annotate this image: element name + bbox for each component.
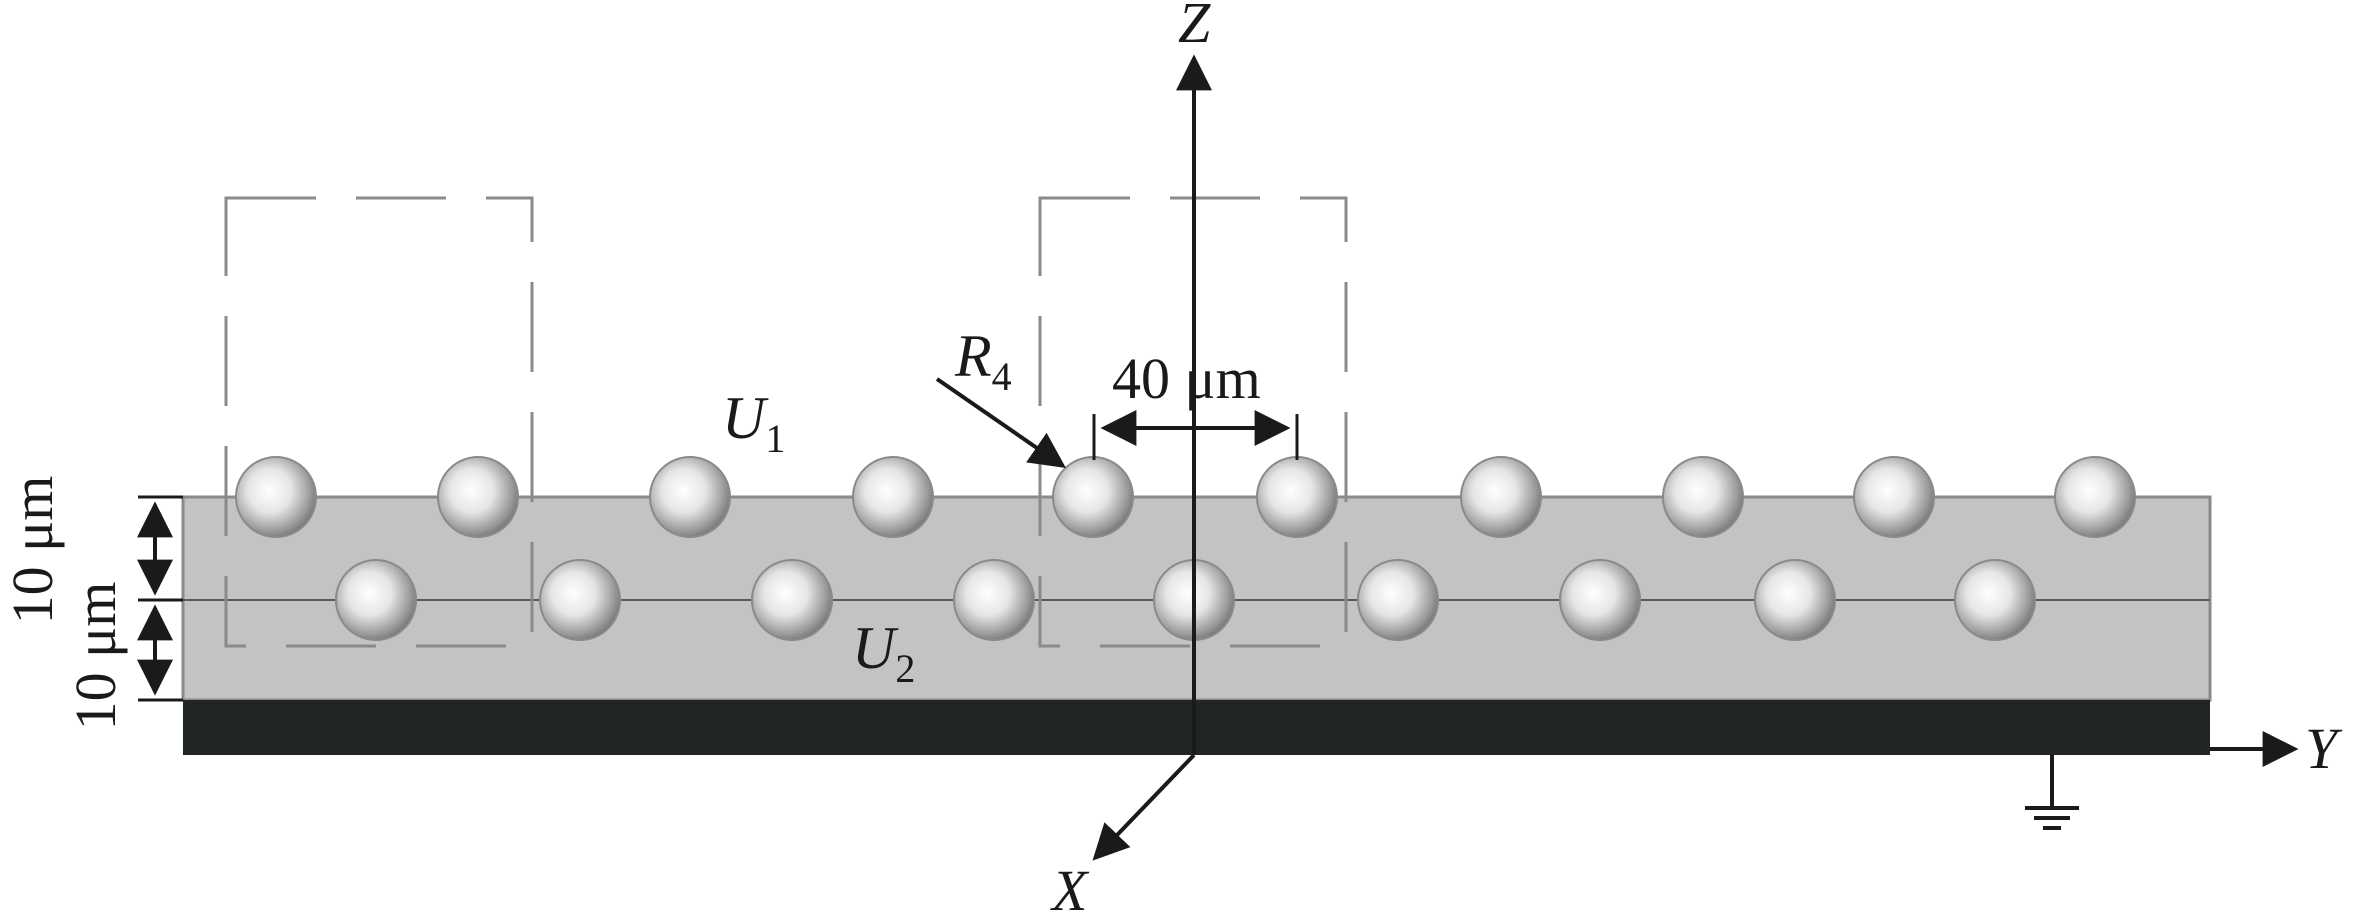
particle-top-3 [649,456,731,538]
dim-10-ticks [138,495,183,702]
particle-bottom-3 [751,559,833,641]
dim-40-ticks [1092,414,1299,460]
r4-label: R4 [954,323,1012,399]
axis-x-label: X [1050,858,1090,920]
u1-subscript: 1 [765,416,785,461]
particle-bottom-8 [1754,559,1836,641]
r4-pointer-arrow [935,377,1066,469]
particle-bottom-9 [1954,559,2036,641]
dim-10-bottom-label: 10 μm [63,582,128,731]
particle-bottom-7 [1559,559,1641,641]
particle-bottom-2 [539,559,621,641]
axis-y-label: Y [2305,716,2343,781]
ground-symbol-icon [2025,755,2079,830]
x-axis [1092,753,1196,861]
particles-group [235,456,2136,641]
u1-letter: U [722,385,769,451]
particle-bottom-1 [335,559,417,641]
u2-letter: U [852,615,899,681]
r4-subscript: 4 [992,354,1012,399]
particle-top-8 [1662,456,1744,538]
axis-z-label: Z [1178,0,1211,55]
particle-top-9 [1853,456,1935,538]
ground-electrode [183,700,2210,755]
dashed-box-left [224,196,534,648]
particle-top-1 [235,456,317,538]
particle-top-4 [852,456,934,538]
u2-label: U2 [852,615,915,691]
particle-bottom-4 [953,559,1035,641]
u2-subscript: 2 [895,646,915,691]
particle-top-2 [437,456,519,538]
particle-top-7 [1460,456,1542,538]
r4-letter: R [954,323,992,389]
particle-bottom-6 [1357,559,1439,641]
dim-10-top-label: 10 μm [0,476,65,625]
u1-label: U1 [722,385,785,461]
dim-40-label: 40 μm [1112,346,1261,411]
particle-top-10 [2054,456,2136,538]
particle-top-5 [1052,456,1134,538]
particle-top-6 [1256,456,1338,538]
